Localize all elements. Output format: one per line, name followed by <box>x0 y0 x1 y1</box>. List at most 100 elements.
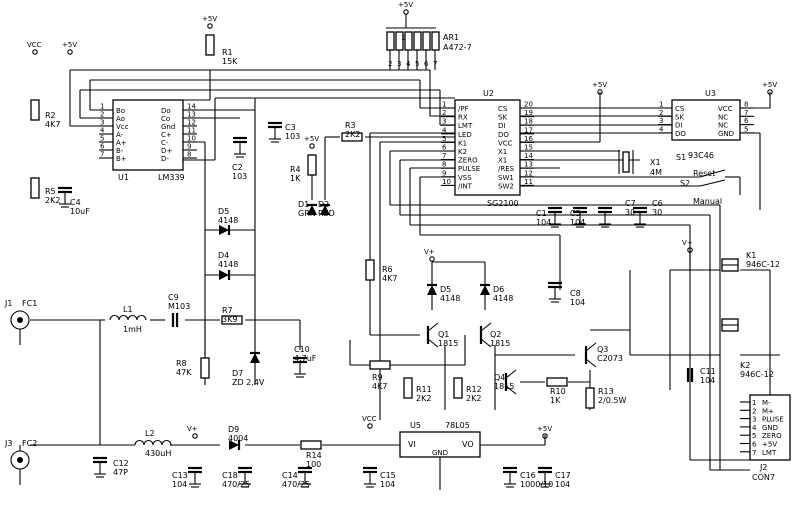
crystal-x1: X1 4M <box>618 150 662 177</box>
diode-d1 <box>307 205 317 215</box>
u2-pin-number: 12 <box>524 169 533 177</box>
j1-connector: J1 FC1 <box>4 299 37 345</box>
ar1-tap: 5 <box>415 60 419 68</box>
supply-terminal <box>309 143 315 149</box>
u2-pin-number: 13 <box>524 161 533 169</box>
u2-part: SG2100 <box>487 199 519 208</box>
resistor-ref: R6 <box>382 265 393 274</box>
resistor-r1 <box>205 34 215 56</box>
supply-label: +5V <box>202 15 217 23</box>
u1-pin-number: 1 <box>100 103 104 111</box>
capacitor-value: 1000/10 <box>520 480 553 489</box>
capacitor-value: 104 <box>380 480 395 489</box>
ar1-tap: 7 <box>433 60 437 68</box>
u3-pin-number: 2 <box>659 109 663 117</box>
capacitor-value: 104 <box>172 480 187 489</box>
u3-pin-number: 6 <box>744 117 749 125</box>
resistor-ref: R5 <box>45 187 56 196</box>
j2-pin-label: GND <box>762 424 778 432</box>
u2-pin-label: SK <box>498 114 507 122</box>
u1-pin-label: D- <box>161 155 169 163</box>
relay-value: 946C-12 <box>740 370 774 379</box>
supply-terminal <box>32 49 38 55</box>
capacitor-value: 470/25 <box>282 480 310 489</box>
resistor-ref: R2 <box>45 111 56 120</box>
diode-value: GRN <box>298 209 316 218</box>
u3-pin-label: DO <box>675 130 686 138</box>
u1-pin-label: Vcc <box>116 123 129 131</box>
capacitor-value: 47P <box>113 468 128 477</box>
u2-pin-number: 5 <box>442 135 446 143</box>
resistor-r6 <box>365 259 375 281</box>
j2-pin-label: LMT <box>762 449 777 457</box>
capacitor-ref: C18 <box>222 471 238 480</box>
resistor-ref: R7 <box>222 306 233 315</box>
j2-pin-number: 6 <box>752 441 757 449</box>
u2-pin-number: 19 <box>524 109 533 117</box>
capacitor-ref: C2 <box>232 163 243 172</box>
capacitor-value: 104 <box>570 218 585 227</box>
diode-d6 <box>480 285 490 295</box>
u3-pin-number: 5 <box>744 125 748 133</box>
ar1-tap: 6 <box>424 60 429 68</box>
resistor-value: 4K7 <box>382 274 397 283</box>
capacitor-value: 104 <box>570 298 585 307</box>
supply-terminal <box>597 89 603 95</box>
u2-sg2100: 1/PF2RX3LMT4LED5K16K27ZERO8PULSE9VSS10/I… <box>441 89 534 208</box>
u2-pin-label: DO <box>498 131 509 139</box>
u3-pin-number: 8 <box>744 101 748 109</box>
u5-part: 78L05 <box>445 421 470 430</box>
supply-label: V+ <box>424 248 435 256</box>
ar1-tap: 2 <box>388 60 392 68</box>
switches: S1 Reset S2 Manual <box>676 153 741 206</box>
resistor-value: 15K <box>222 57 238 66</box>
u2-pin-number: 6 <box>442 144 447 152</box>
supply-terminal <box>542 433 548 439</box>
capacitor-ref: C14 <box>282 471 298 480</box>
ar1-part: A472-7 <box>443 43 472 52</box>
u1-pin-label: A+ <box>116 139 127 147</box>
resistor-ref: R12 <box>466 385 482 394</box>
j2-pin-number: 5 <box>752 432 756 440</box>
u1-pin-number: 9 <box>187 143 191 151</box>
u2-pin-number: 15 <box>524 144 533 152</box>
diode-d2 <box>320 205 330 215</box>
resistor-r14 <box>300 440 322 450</box>
supply-label: VCC <box>362 415 377 423</box>
j3-connector: J3 FC2 <box>4 439 37 485</box>
resistor-r11 <box>403 377 413 399</box>
diode-value: 4004 <box>228 434 248 443</box>
u1-pin-label: D+ <box>161 147 172 155</box>
u1-pin-label: B+ <box>116 155 127 163</box>
diode-ref: D6 <box>493 285 504 294</box>
ar1-pin1: 1 <box>401 34 405 42</box>
resistor-r10 <box>546 377 568 387</box>
inductor-ref: L1 <box>123 305 133 314</box>
u2-pin-label: /RES <box>498 165 515 173</box>
ar1-tap: 3 <box>397 60 401 68</box>
u1-pin-number: 6 <box>100 143 105 151</box>
capacitor-value: 30 <box>652 208 662 217</box>
diode-value: ZD 2.4V <box>232 378 265 387</box>
u2-pin-number: 9 <box>442 169 446 177</box>
capacitor-ref: C10 <box>294 345 310 354</box>
u2-pin-number: 8 <box>442 161 446 169</box>
transistor-ref: Q2 <box>490 330 501 339</box>
capacitor-ref: C7 <box>625 199 636 208</box>
supply-terminal <box>429 256 435 262</box>
supply-label: +5V <box>304 135 319 143</box>
resistor-value: 2K2 <box>466 394 481 403</box>
u3-pin-number: 7 <box>744 109 748 117</box>
capacitor-ref: C3 <box>285 123 296 132</box>
diode-value: 4148 <box>440 294 460 303</box>
diode-d5 <box>427 285 437 295</box>
u2-pin-label: RX <box>458 114 468 122</box>
j2-pin-label: +5V <box>762 441 777 449</box>
j2-pin-number: 1 <box>752 399 756 407</box>
diode-value: 4148 <box>493 294 513 303</box>
u1-pin-number: 12 <box>187 119 196 127</box>
resistor-ref: R1 <box>222 48 233 57</box>
supply-label: V+ <box>682 239 693 247</box>
